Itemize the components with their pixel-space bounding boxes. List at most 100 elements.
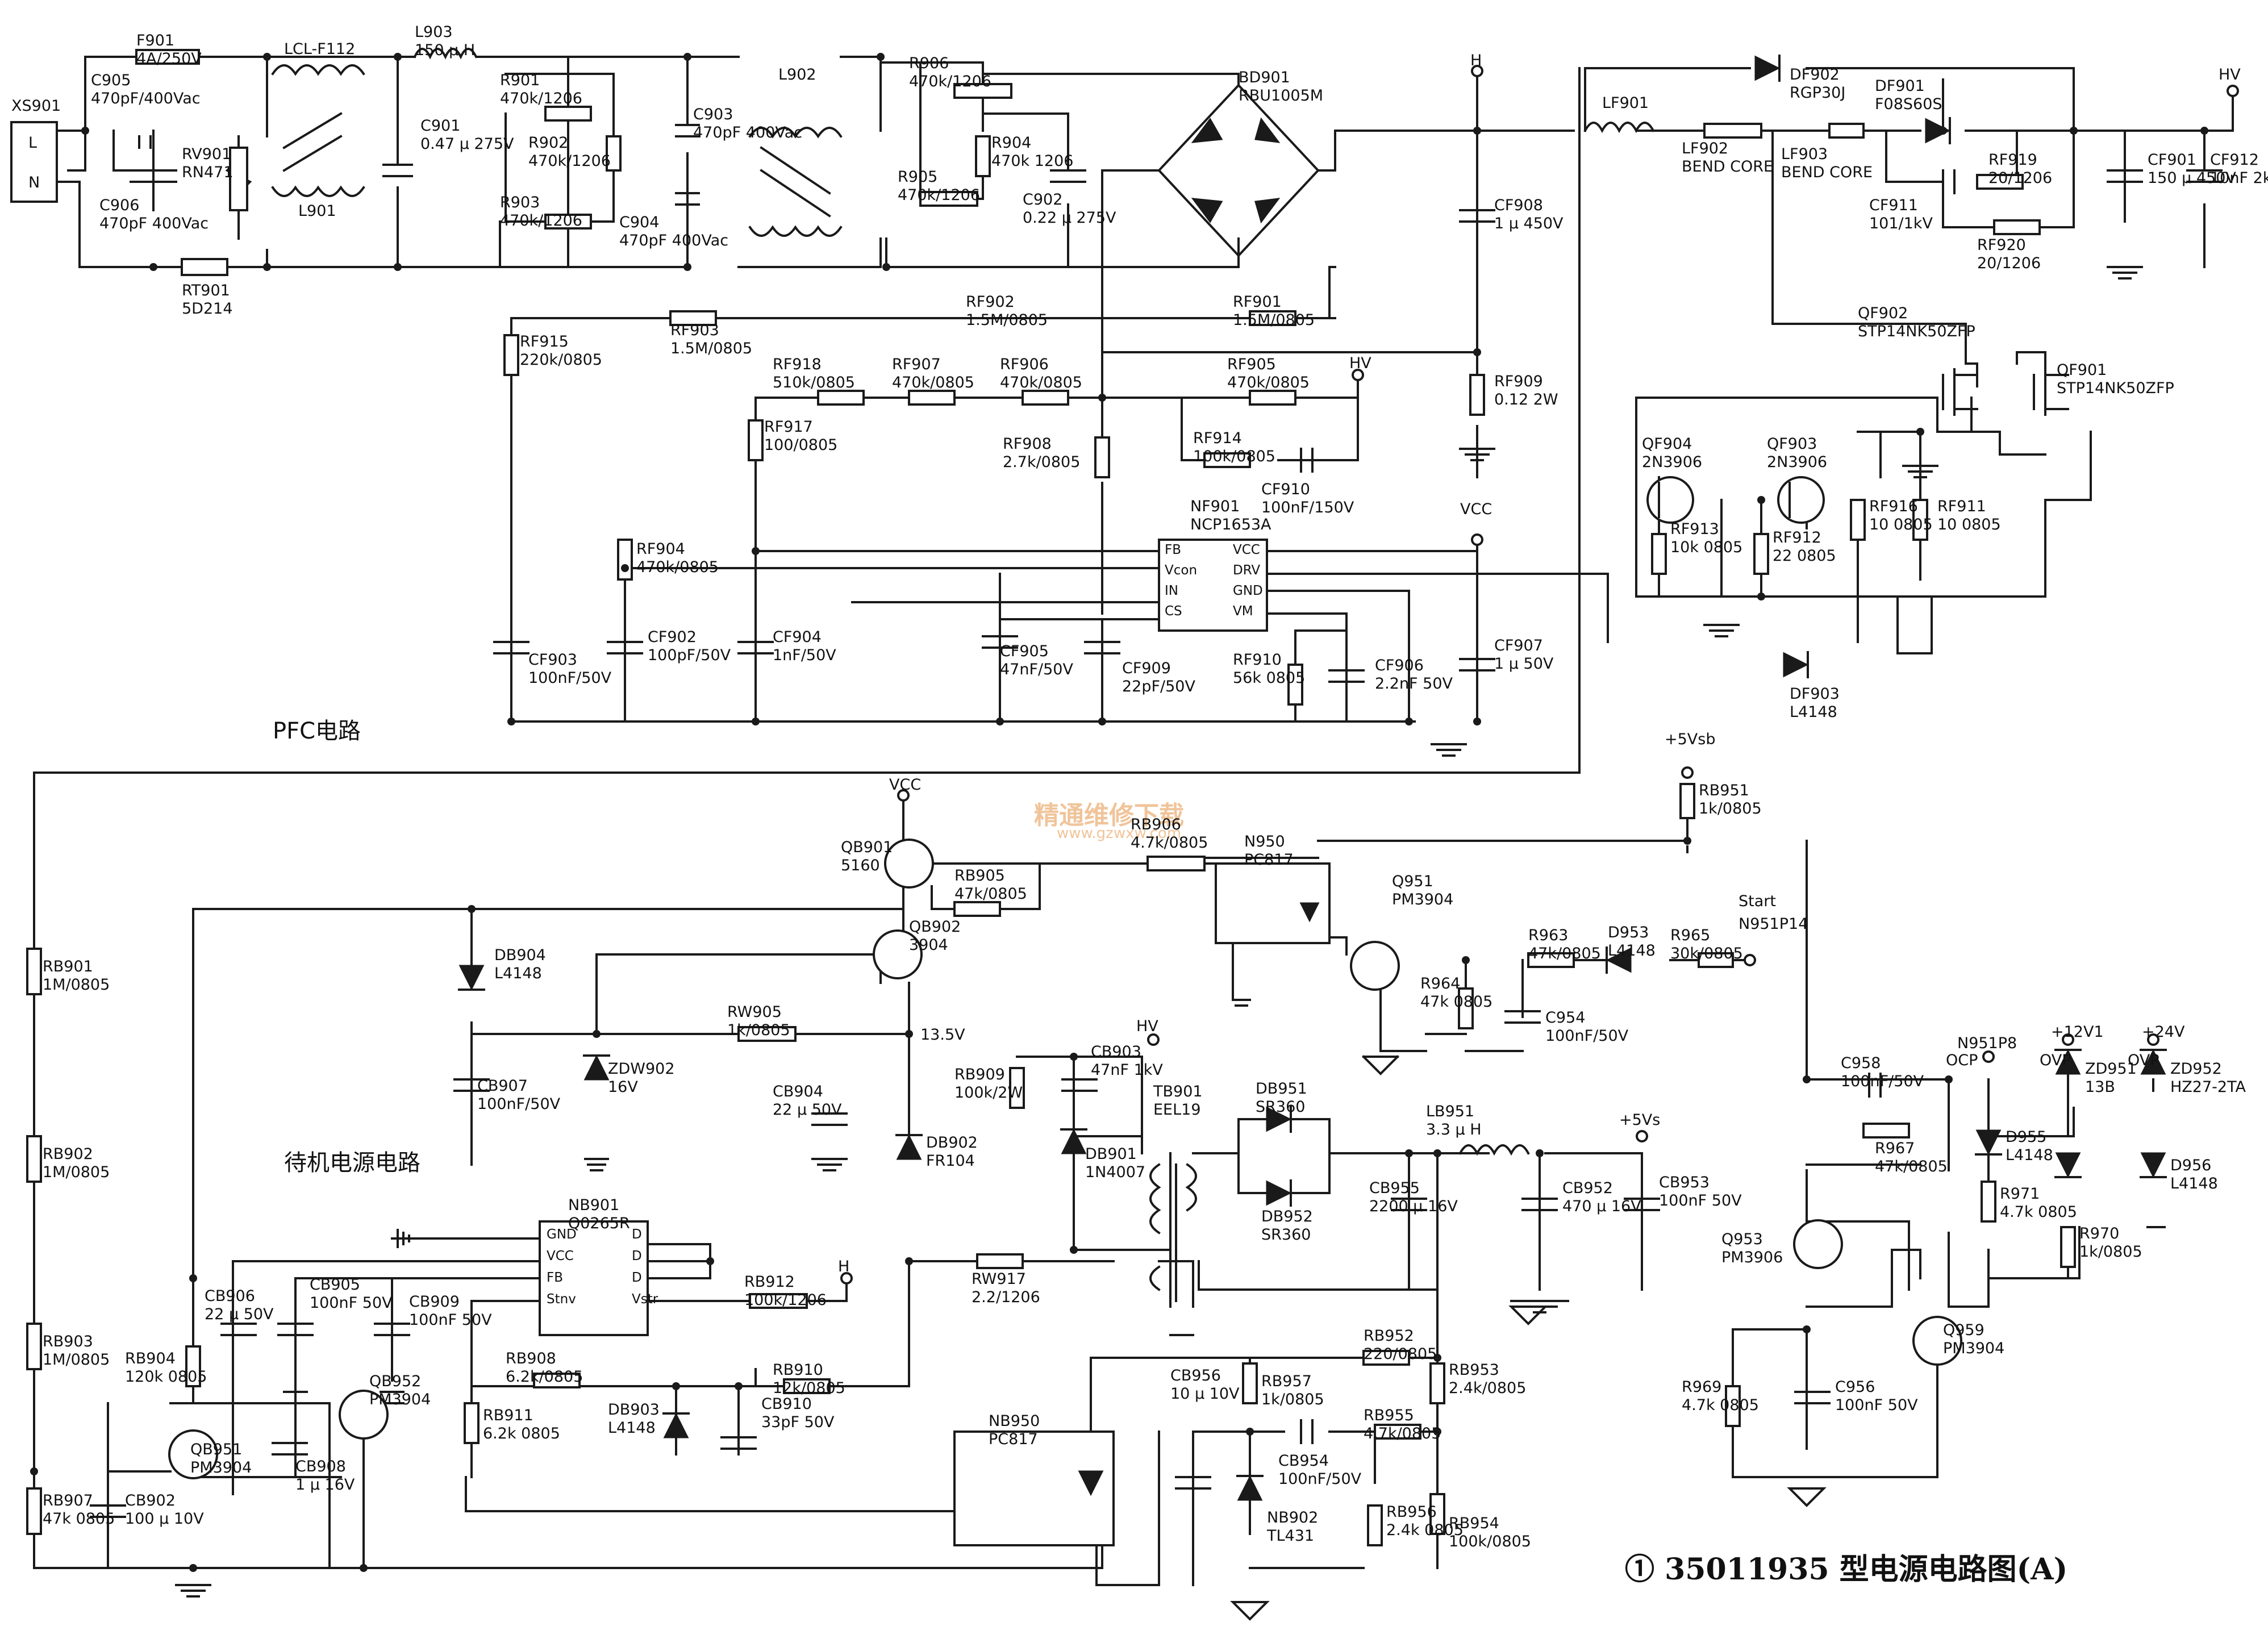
ic-pin-label: Stnv [547,1292,576,1307]
ic-pin-label: D [632,1249,642,1263]
component-value: 6.2k 0805 [483,1425,560,1442]
component-designator: CF902 [648,628,697,646]
component-designator: RF912 [1773,529,1821,547]
component-designator: CF905 [1000,643,1049,660]
component-value: L4148 [1790,703,1837,721]
component-designator: ZDW902 [608,1060,675,1078]
component-designator: ZD951 [2085,1060,2137,1078]
component-designator: R905 [898,168,937,186]
component-value: 470k/0805 [1000,374,1082,391]
net-label-ocp: OCP [1946,1052,1978,1069]
component-designator: BD901 [1239,69,1290,86]
component-value: 1nF/50V [773,647,836,664]
component-value: PM3906 [1721,1249,1783,1266]
component-designator: CF911 [1869,197,1918,214]
component-designator: LB951 [1426,1103,1474,1120]
component-value: L4148 [1608,942,1656,960]
component-designator: N950 [1244,833,1285,850]
component-designator: TB901 [1153,1083,1203,1100]
net-label-h-2: H [838,1258,849,1275]
ic-pin-label: VCC [547,1249,574,1263]
component-designator: RB901 [43,958,93,975]
component-value: L4148 [608,1419,656,1437]
component-designator: CB903 [1091,1043,1141,1061]
component-value: 47k/0805 [1875,1158,1948,1175]
component-value: 220k/0805 [520,351,602,369]
component-value: 100k/0805 [1193,448,1275,465]
component-value: STP14NK50ZFP [2057,379,2174,397]
component-value: 22 µ 50V [205,1306,274,1323]
component-value: 470 µ 16V [1562,1198,1641,1215]
component-value: 100k/2W [954,1084,1023,1102]
component-value: TL431 [1266,1527,1314,1545]
net-label-ovp-1: OVP [2040,1052,2071,1069]
component-designator: C902 [1023,191,1062,208]
component-designator: C906 [99,197,139,214]
component-value: 100nF/150V [1261,499,1354,516]
component-designator: CB904 [773,1083,823,1100]
component-designator: CB956 [1170,1367,1221,1384]
component-designator: R906 [909,55,949,72]
component-value: SR360 [1256,1098,1305,1116]
component-value: BEND CORE [1781,164,1873,181]
component-value: 10 0805 [1869,516,1933,533]
ic-pin-label: IN [1165,583,1178,598]
component-designator: Q959 [1943,1321,1984,1339]
component-value: 100nF 50V [409,1311,492,1329]
component-value: 101/1kV [1869,215,1933,232]
component-value: 100 µ 10V [125,1510,204,1528]
component-designator: RF919 [1988,151,2037,169]
component-value: 1 µ 450V [1494,215,1564,232]
ic-pin-label: VCC [1233,543,1260,557]
component-designator: CB908 [295,1458,346,1475]
component-l902: L902 [778,66,816,84]
component-value: 56k 0805 [1233,669,1305,687]
component-value: 470k/0805 [636,558,719,576]
component-designator: RB903 [43,1333,93,1350]
component-designator: DB903 [608,1401,660,1419]
component-designator: RB902 [43,1145,93,1163]
component-designator: R903 [500,194,540,211]
component-value: 3904 [909,936,948,954]
component-designator: DF901 [1875,77,1925,95]
component-value: 470k/0805 [1227,374,1310,391]
component-designator: F901 [136,32,174,49]
component-value: 20/1206 [1977,255,2041,272]
component-designator: CF912 [2210,151,2259,169]
component-designator: CF903 [528,651,577,669]
component-value: 100/0805 [764,436,837,454]
component-designator: RB955 [1364,1407,1414,1424]
component-value: L4148 [2170,1175,2218,1192]
diagram-title: ① 35011935 型电源电路图(A) [1625,1552,2067,1587]
component-value: 100k/1206 [744,1291,827,1309]
